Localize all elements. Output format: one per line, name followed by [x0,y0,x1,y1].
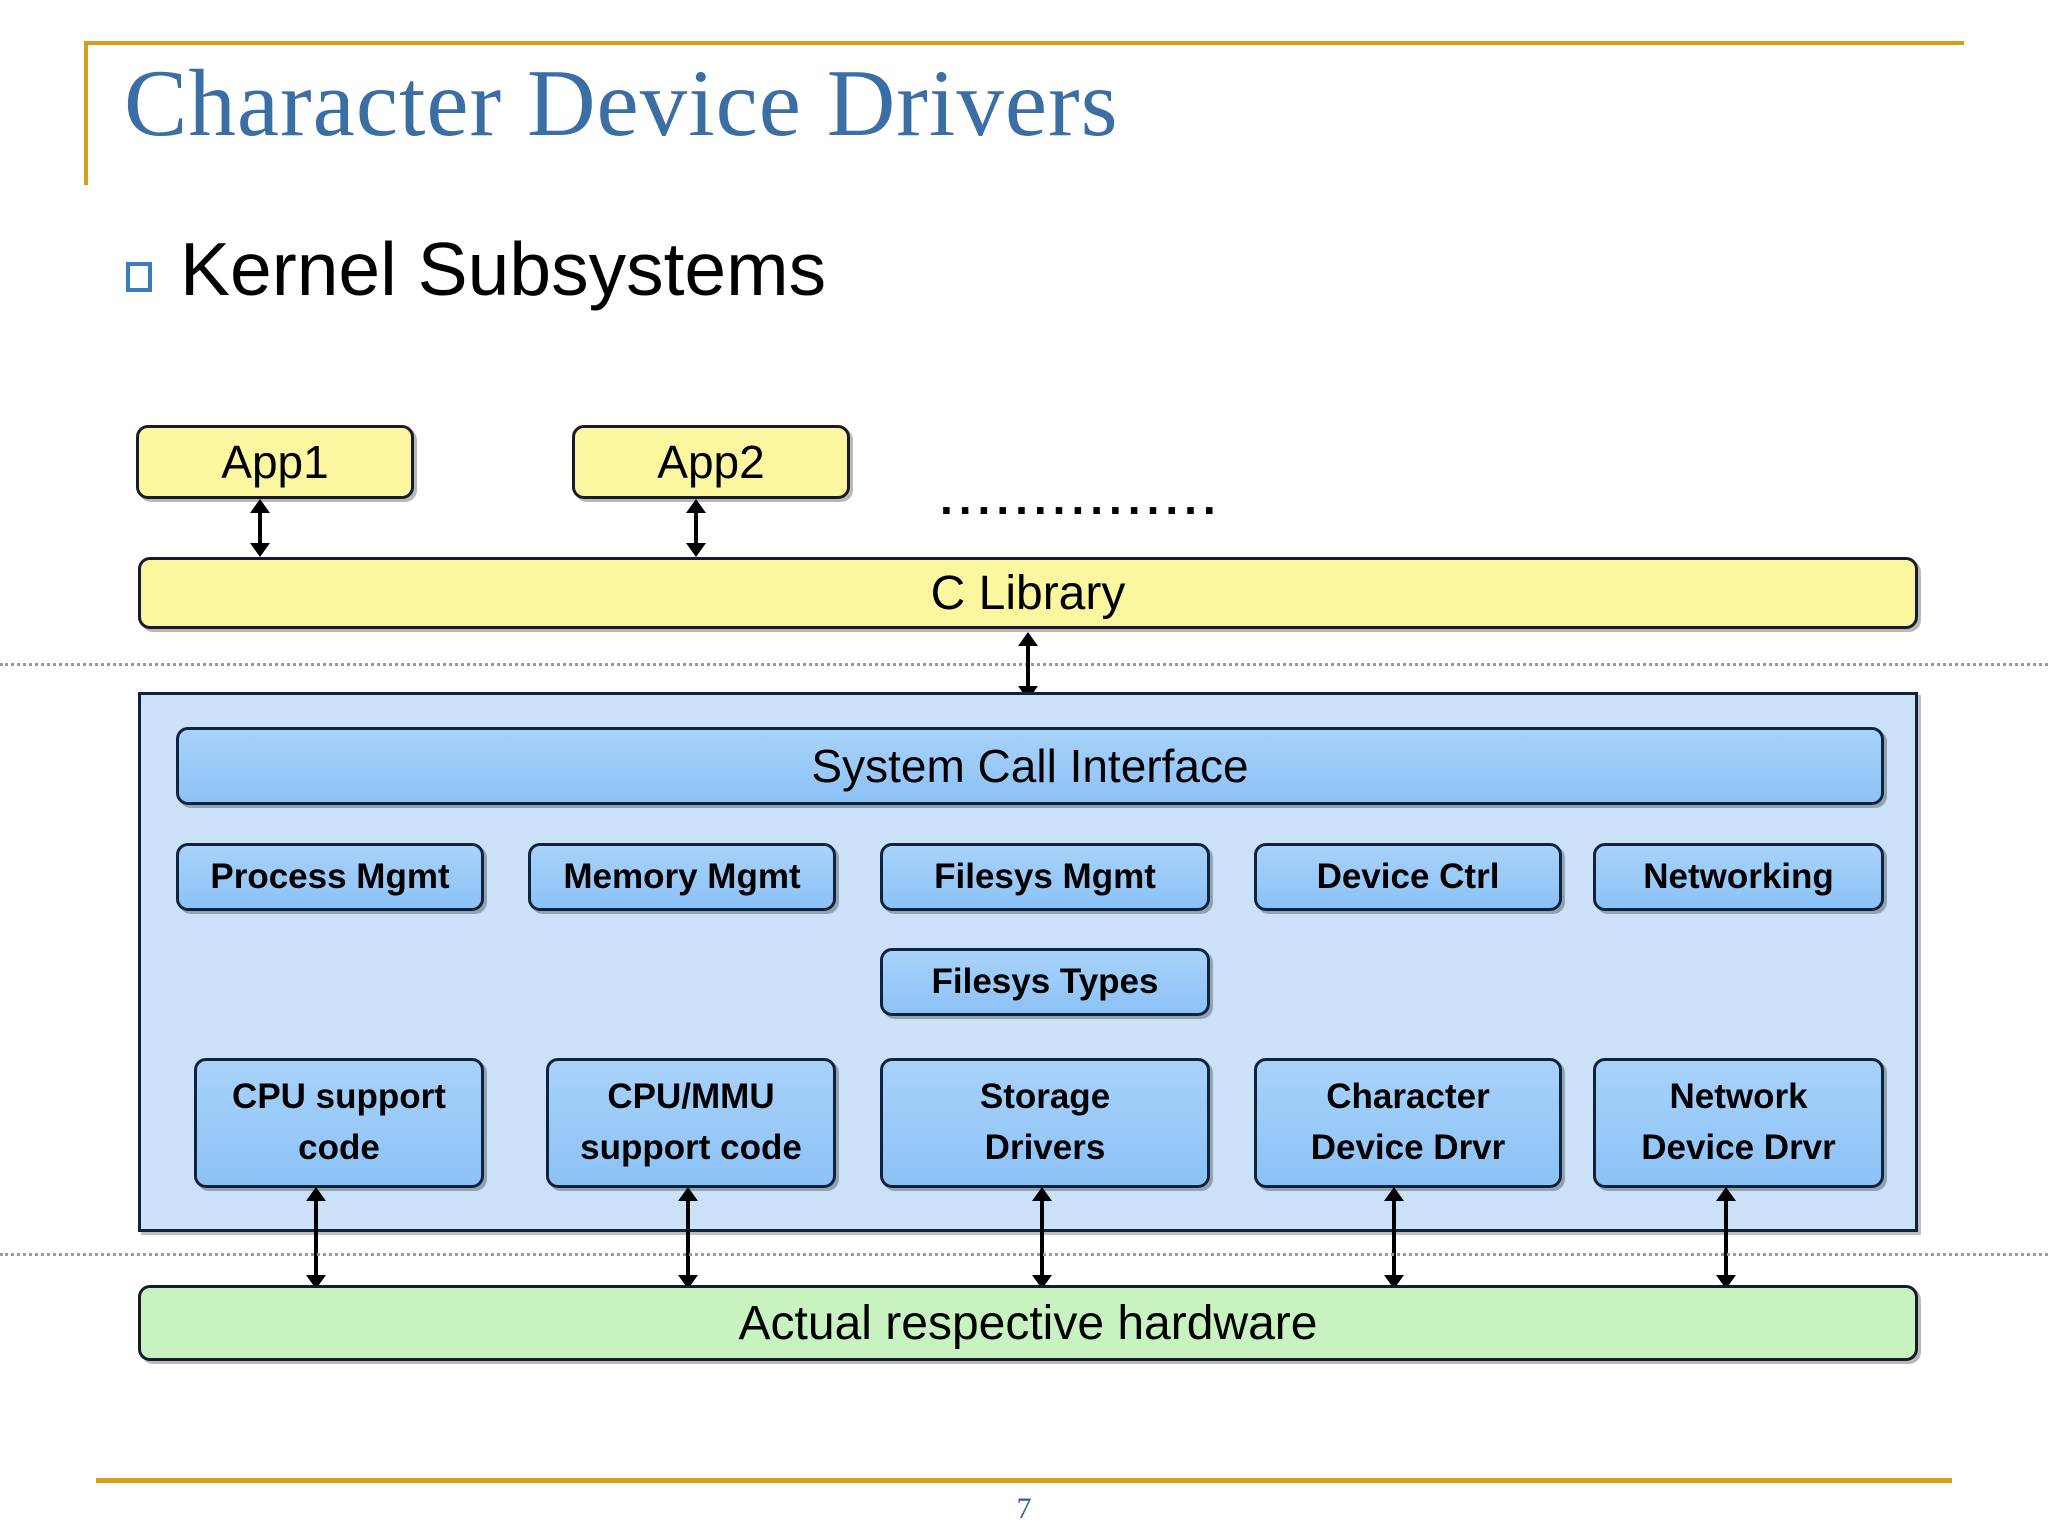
hollow-square-bullet-icon [126,261,152,292]
driver-box-character-device-drvr: Character Device Drvr [1254,1058,1562,1188]
driver-label-line2: Drivers [984,1128,1106,1167]
subsystem-box-device-ctrl: Device Ctrl [1254,843,1562,911]
driver-label-line2: code [298,1128,380,1167]
c-library-bar: C Library [138,557,1918,629]
app2-box: App2 [572,425,850,499]
driver-label-line1: Character [1326,1077,1490,1117]
driver-label-line1: Network [1669,1077,1808,1117]
driver-label-line2: Device Drvr [1641,1128,1836,1167]
kernel-space-panel: System Call Interface Process Mgmt Memor… [138,692,1918,1232]
app1-box: App1 [136,425,414,499]
arrow-clibrary-to-kernel [1026,645,1030,687]
hardware-bar: Actual respective hardware [138,1285,1918,1361]
kernel-hardware-separator [0,1253,2048,1256]
driver-box-cpu-support-code: CPU support code [194,1058,484,1188]
subsystem-box-filesys-mgmt: Filesys Mgmt [880,843,1210,911]
system-call-interface-box: System Call Interface [176,727,1884,805]
driver-label-line1: CPU support [232,1077,446,1117]
title-top-rule [84,41,1964,45]
driver-label-line1: CPU/MMU [607,1077,775,1117]
driver-label-line1: Storage [979,1077,1111,1117]
driver-label-line2: Device Drvr [1310,1128,1506,1167]
arrow-app2-to-clibrary [694,512,698,544]
subsystem-box-networking: Networking [1593,843,1884,911]
bullet-heading-label: Kernel Subsystems [180,227,827,311]
arrow-network-to-hardware [1724,1200,1728,1276]
page-title: Character Device Drivers [124,50,1119,156]
driver-box-cpu-mmu-support-code: CPU/MMU support code [546,1058,836,1188]
arrow-cpu-support-to-hardware [314,1200,318,1276]
slide-title-area: Character Device Drivers [0,0,2048,200]
arrow-app1-to-clibrary [258,512,262,544]
arrow-cpu-mmu-to-hardware [686,1200,690,1276]
user-kernel-separator [0,663,2048,666]
bullet-heading-row: Kernel Subsystems [126,232,826,307]
footer-rule [96,1478,1952,1483]
driver-box-storage-drivers: Storage Drivers [880,1058,1210,1188]
subsystem-box-memory-mgmt: Memory Mgmt [528,843,836,911]
title-left-rule [84,41,88,185]
subsystem-box-process-mgmt: Process Mgmt [176,843,484,911]
driver-box-network-device-drvr: Network Device Drvr [1593,1058,1884,1188]
arrow-character-to-hardware [1392,1200,1396,1276]
driver-label-line2: support code [580,1128,802,1167]
arrow-storage-to-hardware [1040,1200,1044,1276]
page-number: 7 [1016,1492,1032,1525]
subsystem-box-filesys-types: Filesys Types [880,948,1210,1016]
apps-ellipsis: ............... [940,472,1222,524]
